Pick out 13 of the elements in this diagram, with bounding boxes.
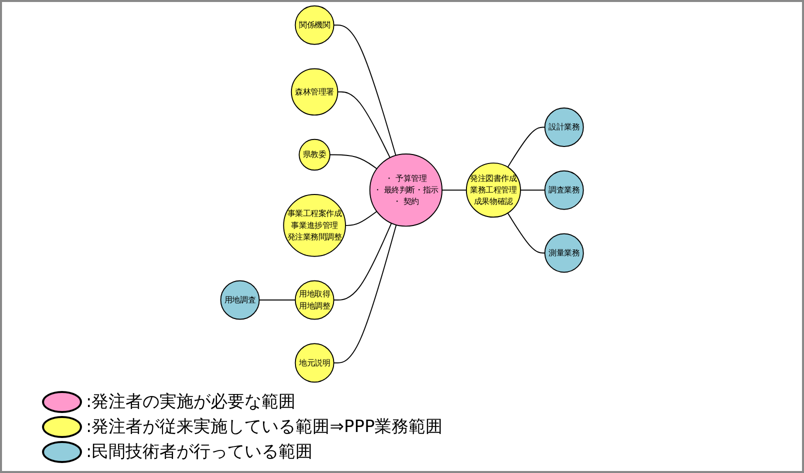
connector (333, 224, 397, 364)
legend-text: :発注者の実施が必要な範囲 (86, 391, 296, 413)
legend-text: :発注者が従来実施している範囲⇒PPP業務範囲 (86, 416, 443, 438)
connector (333, 222, 392, 300)
connector (337, 91, 390, 158)
connector (333, 24, 396, 156)
connector (507, 126, 546, 168)
connector (442, 190, 467, 191)
connector (329, 154, 378, 170)
connector (507, 212, 546, 254)
connector (520, 190, 546, 191)
connector (344, 210, 378, 226)
legend-text: :民間技術者が行っている範囲 (86, 441, 313, 463)
